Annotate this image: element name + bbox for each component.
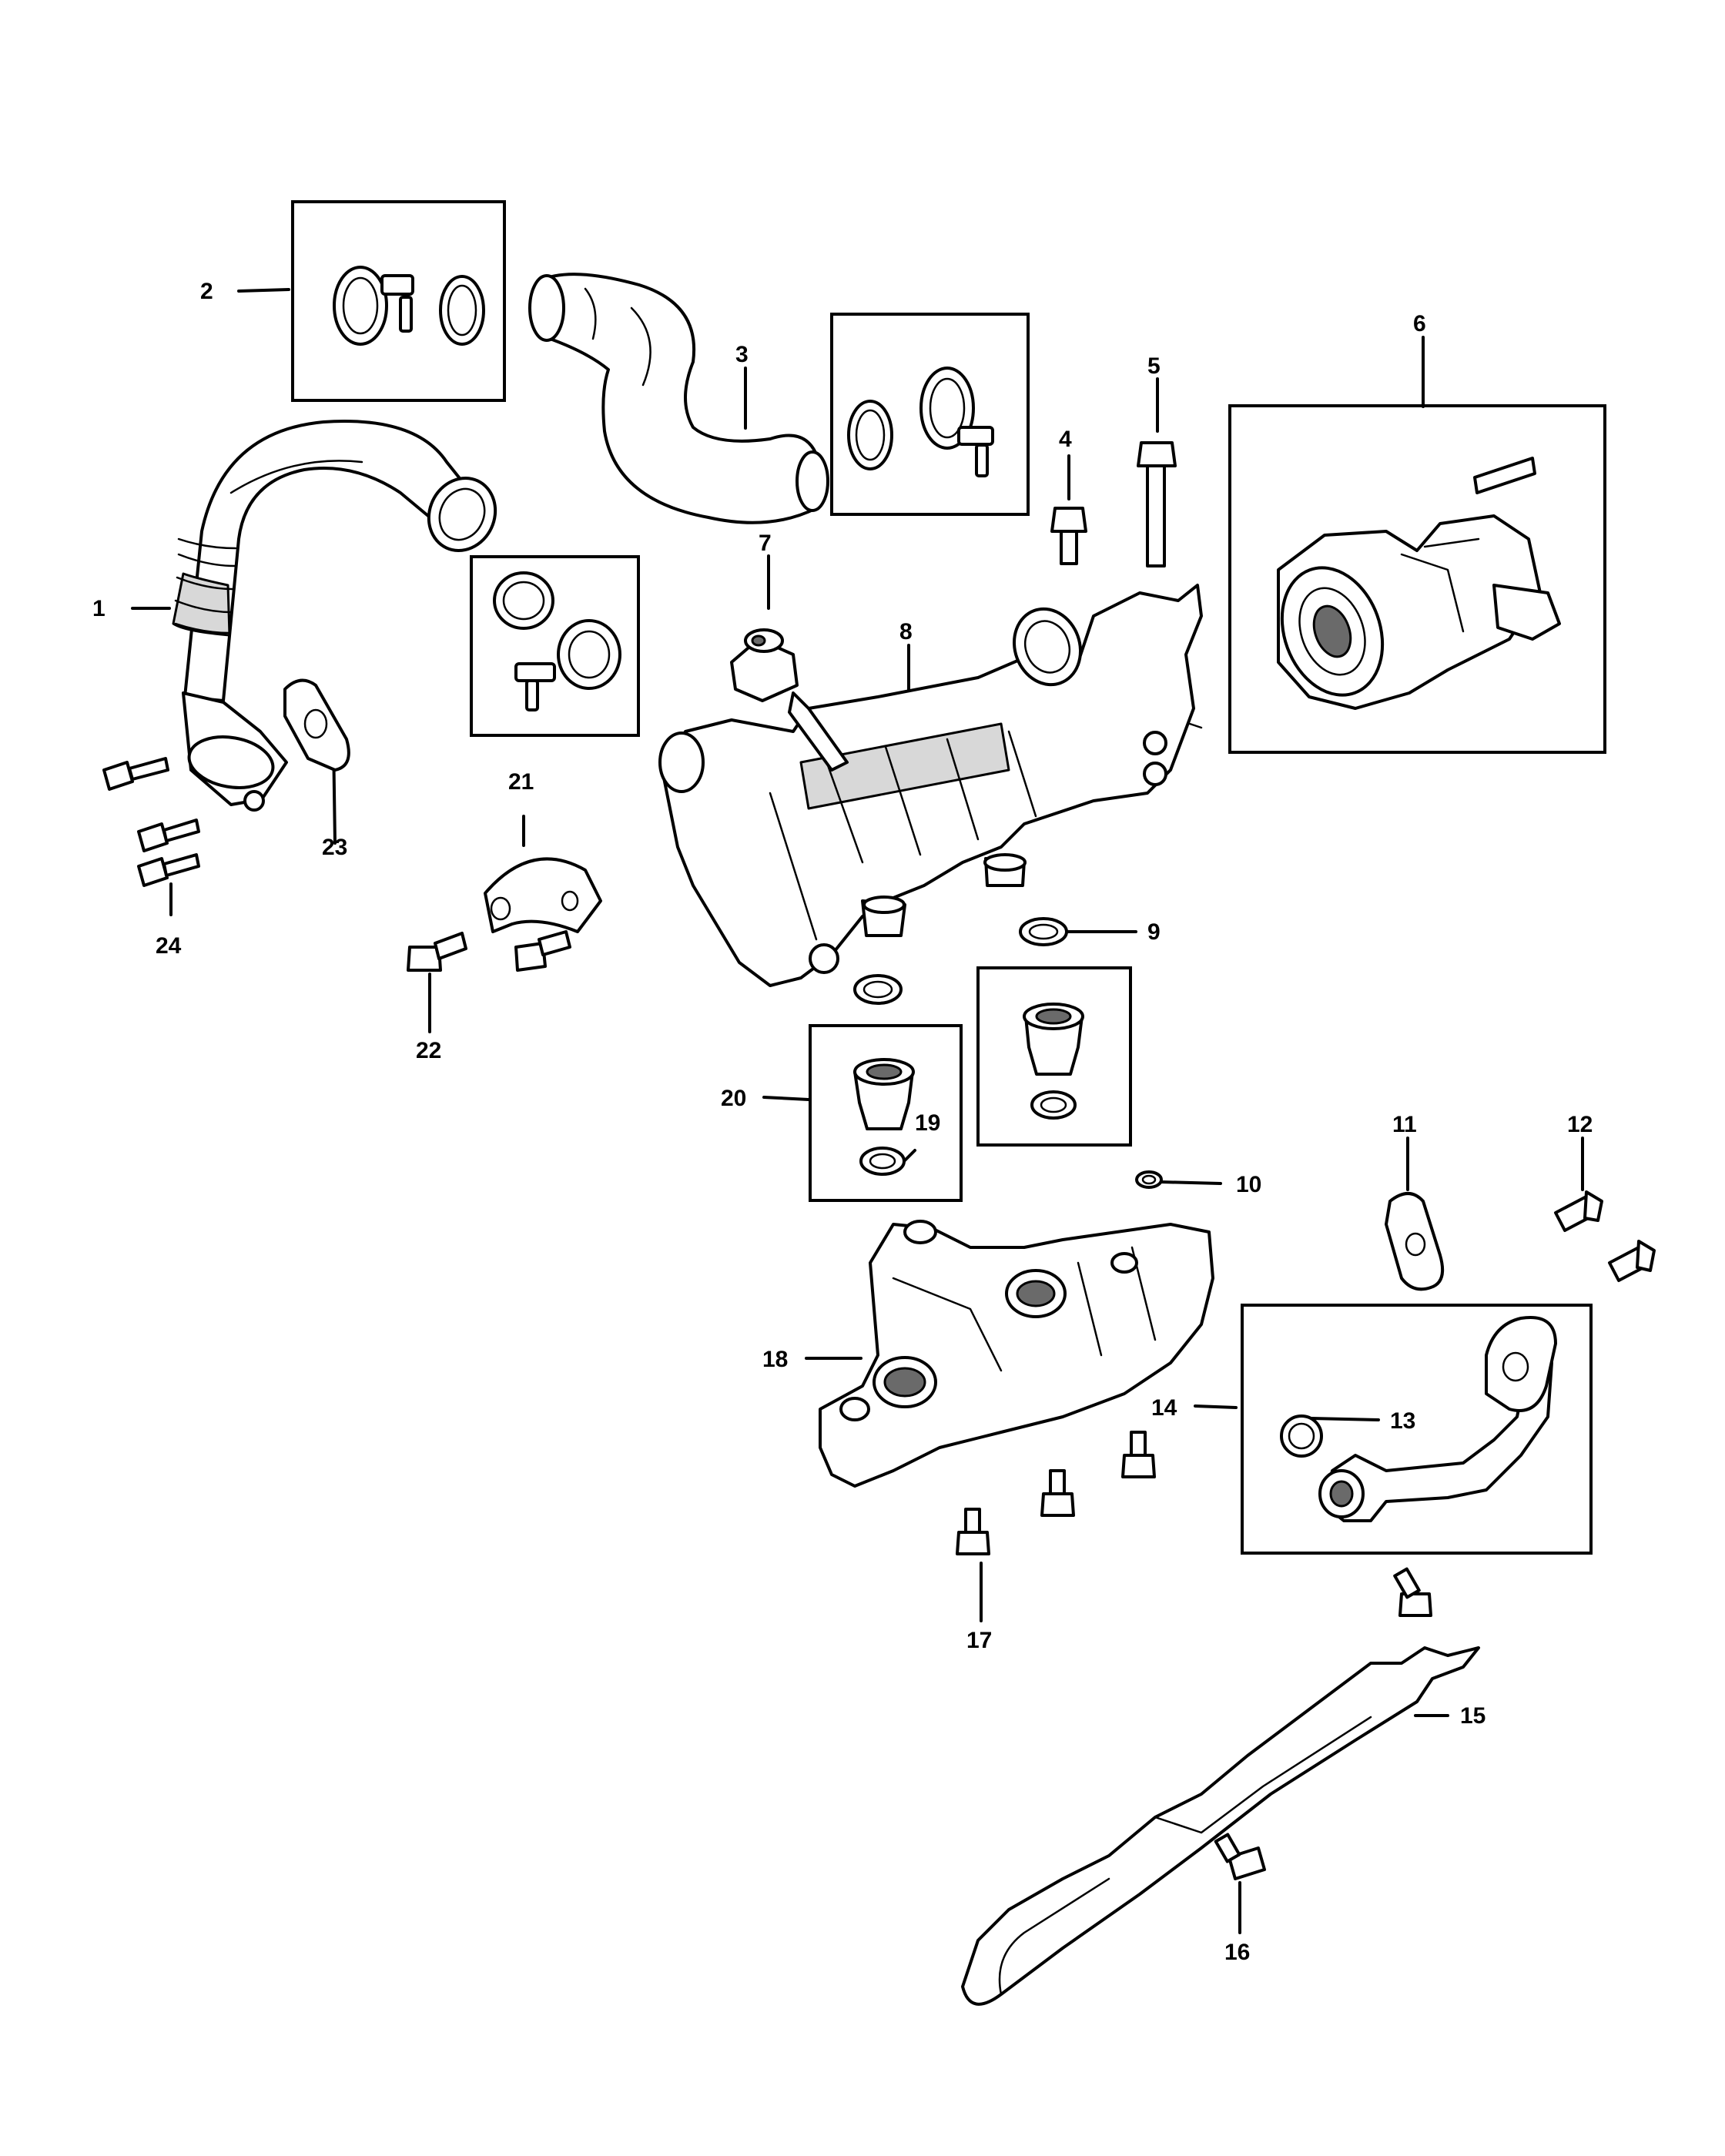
- callout-9: 9: [1147, 919, 1161, 945]
- callout-7: 7: [759, 531, 772, 556]
- bolt-5: [1137, 441, 1177, 567]
- hose: [528, 273, 829, 524]
- bolts-22: [407, 930, 571, 972]
- callout-16: 16: [1224, 1940, 1250, 1965]
- callout-21: 21: [508, 769, 534, 795]
- kit-box-3-clamp: [830, 313, 1030, 516]
- callout-23: 23: [322, 835, 347, 860]
- callout-1: 1: [92, 596, 106, 621]
- kit-box-2: [291, 200, 506, 402]
- bracket-18: [819, 1220, 1214, 1488]
- kit-boxes: [291, 200, 1606, 1555]
- seal-13: [1280, 1414, 1323, 1458]
- bolts-17: [956, 1431, 1156, 1555]
- bolt-16: [1214, 1833, 1266, 1880]
- callout-2: 2: [200, 279, 213, 304]
- clamp-and-seal-kit-3: [847, 367, 994, 477]
- gasket-23: [283, 678, 350, 772]
- callout-12: 12: [1567, 1112, 1593, 1137]
- callout-24: 24: [156, 933, 182, 959]
- bolts-24: [102, 757, 200, 887]
- gasket-11: [1385, 1192, 1444, 1291]
- callout-8: 8: [899, 619, 913, 644]
- plate-21: [484, 857, 602, 933]
- kit-box-14: [1241, 1304, 1593, 1555]
- callout-13: 13: [1390, 1408, 1415, 1434]
- fittings: [853, 1003, 1084, 1130]
- heat-shield: [961, 1646, 1480, 2006]
- callout-18: 18: [762, 1347, 788, 1372]
- leader-lines: [131, 288, 1584, 1934]
- callout-14: 14: [1151, 1395, 1177, 1421]
- callout-11: 11: [1392, 1112, 1417, 1137]
- callout-19: 19: [915, 1110, 940, 1136]
- bolt-4: [1050, 507, 1087, 565]
- egr-pipe-14: [1318, 1316, 1557, 1522]
- callout-22: 22: [416, 1038, 441, 1063]
- callout-10: 10: [1236, 1172, 1261, 1197]
- egr-cooler: [658, 584, 1203, 987]
- seals: [853, 917, 1163, 1189]
- callout-15: 15: [1460, 1703, 1486, 1729]
- kit-box-1-clamp: [470, 555, 640, 737]
- egr-valve: [1277, 457, 1561, 710]
- kit-box-6: [1228, 404, 1606, 754]
- callout-6: 6: [1413, 311, 1426, 336]
- callout-20: 20: [721, 1086, 746, 1111]
- bolts-12: [1554, 1190, 1656, 1282]
- callout-3: 3: [735, 342, 749, 367]
- bolt-14: [1393, 1567, 1432, 1617]
- kit-box-9-fitting: [976, 966, 1132, 1147]
- callout-numbers: 1 2 3 4 5 6 7 8 9 10 11 12 13 14 15 16 1…: [92, 279, 1593, 1965]
- callout-5: 5: [1147, 353, 1161, 379]
- clamp-and-seal-kit-1: [493, 571, 621, 711]
- egr-tube-bellows: [172, 420, 497, 812]
- kit-box-20: [809, 1024, 963, 1202]
- callout-17: 17: [966, 1628, 992, 1653]
- clamp-and-seal-kit-2: [333, 266, 485, 346]
- callout-4: 4: [1059, 427, 1072, 452]
